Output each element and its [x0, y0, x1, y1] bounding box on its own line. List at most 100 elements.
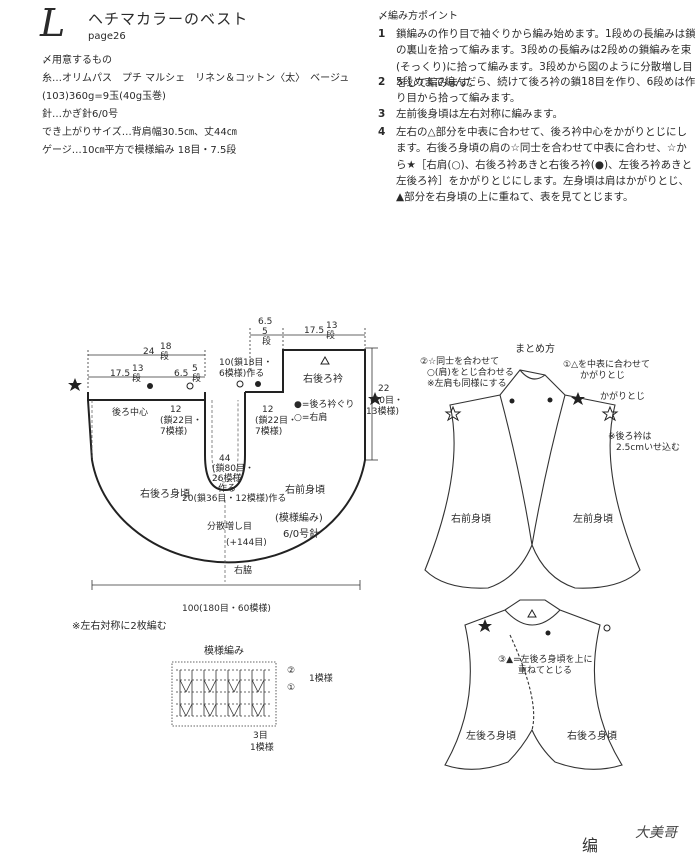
dim-44-d: 作る [218, 484, 237, 494]
label-right-back-collar: 右後ろ衿 [303, 374, 343, 385]
dim-22-c: 13模様) [366, 407, 399, 417]
assembly-note-1c: ※左肩も同様にする [427, 379, 507, 389]
step-text: 5段めまで編んだら、続けて後ろ衿の鎖18目を作り、6段めは作り目から拾って編みま… [396, 76, 696, 105]
shoulder-open-dot-left [186, 382, 194, 390]
label-increase-b: (+144目) [226, 538, 267, 548]
step-number: 1 [378, 28, 386, 40]
assembly-left-back: 左後ろ身頃 [466, 731, 516, 742]
stitch-repeat: 1模様 [250, 743, 274, 753]
legend-right-shoulder: ○=右肩 [294, 413, 328, 423]
front-collar-lapel [499, 394, 566, 546]
watermark-text: 编 [582, 836, 599, 855]
dim-dan-18: 段 [160, 352, 170, 362]
assembly-note-2: ①△を中表に合わせて [563, 360, 650, 370]
step-number: 4 [378, 126, 386, 138]
stitch-chart-symbols [171, 661, 277, 727]
triangle-marker [320, 355, 330, 365]
dim-20: 20(鎖36目・12模様)作る [182, 494, 287, 504]
dim-12-right: 12 [262, 405, 274, 415]
watermark-logo: 大美哥 [635, 825, 677, 841]
yarn-line-1: 糸…オリムパス プチ マルシェ リネン＆コットン〈太〉 ベージュ [42, 73, 350, 84]
page-reference: page26 [88, 31, 126, 42]
body-hem-curve [87, 399, 366, 564]
step-number: 3 [378, 108, 386, 120]
dim-dan-5-mid: 段 [192, 374, 202, 384]
materials-heading: 用意するもの [52, 55, 112, 66]
dim-12-right-c: 7模様) [255, 427, 283, 437]
neck-chain-label: 10(鎖18目・ [219, 358, 273, 368]
assembly-note-2b: かがりとじ [580, 371, 626, 381]
label-side: 右脇 [234, 566, 253, 576]
dim-22: 22 [378, 384, 390, 394]
star-marker-right [368, 392, 382, 405]
collar-top-edge [245, 349, 366, 460]
step-text: 左前後身頃は左右対称に編みます。 [396, 108, 563, 120]
step-text: 鎖編みの作り目で袖ぐりから編み始めます。1段めの長編みは鎖の裏山を拾って編みます… [396, 28, 696, 89]
label-pattern: (模様編み) [275, 513, 323, 524]
dim-dan-13-top: 段 [326, 331, 336, 341]
label-hook: 6/0号針 [283, 529, 320, 540]
stitch-repeat-rows: 1模様 [309, 674, 333, 684]
shoulder-open-dot-right [236, 380, 244, 388]
back-vest-outline [444, 599, 623, 770]
dim-18: 18 [160, 342, 172, 352]
pattern-letter: L [40, 1, 66, 45]
point-step-4: 4 左右の△部分を中表に合わせて、後ろ衿中心をかがりとじにします。右後ろ身頃の肩… [378, 124, 696, 205]
needle-icon: 〆 [42, 55, 52, 66]
dim-13-top: 13 [326, 321, 338, 331]
label-right-front-body: 右前身頃 [285, 485, 325, 496]
dim-44: 44 [219, 454, 231, 464]
legend-back-neck: ●=後ろ衿ぐり [294, 400, 355, 410]
dim-6-5-top: 6.5 [258, 317, 273, 327]
dim-17-5-top: 17.5 [304, 326, 325, 336]
assembly-note-collar-b: 2.5cmいせ込む [616, 443, 681, 453]
armhole-edge [204, 392, 246, 492]
front-vest-outline [424, 369, 641, 589]
step-number: 2 [378, 76, 386, 88]
dim-44-b: (鎖80目・ [212, 464, 254, 474]
gauge: ゲージ…10㎝平方で模様編み 18目・7.5段 [42, 145, 237, 156]
assembly-right-front: 右前身頃 [451, 514, 491, 525]
stitch-chart-title: 模様編み [204, 646, 244, 657]
assembly-kagari: かがりとじ [600, 392, 646, 402]
stitch-row-1: ① [287, 683, 296, 693]
label-increase: 分散増し目 [207, 522, 253, 532]
yarn-line-2: (103)360g=9玉(40g玉巻) [42, 91, 166, 102]
point-step-3: 3 左前後身頃は左右対称に編みます。 [378, 106, 696, 122]
step-text: 左右の△部分を中表に合わせて、後ろ衿中心をかがりとじにします。右後ろ身頃の肩の☆… [396, 126, 693, 204]
dim-5-top: 5 [262, 327, 268, 337]
note-symmetry: ※左右対称に2枚編む [72, 621, 167, 632]
assembly-note-collar: ※後ろ衿は [608, 432, 652, 442]
finished-size: でき上がりサイズ…背肩幅30.5㎝、丈44㎝ [42, 127, 237, 138]
hook-size: 針…かぎ針6/0号 [42, 109, 119, 120]
assembly-note-1b: ○(肩)をとじ合わせる [427, 368, 514, 378]
star-marker-left [68, 378, 82, 391]
dim-24: 24 [143, 347, 155, 357]
back-neck-dot-left [147, 383, 153, 389]
assembly-note-1: ②☆同士を合わせて [420, 357, 500, 367]
dim-17-5-left: 17.5 [110, 369, 131, 379]
stitch-count: 3目 [253, 731, 268, 741]
page-title: ヘチマカラーのベスト [88, 10, 249, 28]
dim-22-b: (40目・ [370, 396, 403, 406]
dim-12-left-c: 7模様) [160, 427, 188, 437]
assembly-note-3b: 重ねてとじる [518, 666, 573, 676]
dim-12-left-b: (鎖22目・ [160, 416, 202, 426]
assembly-left-front: 左前身頃 [573, 514, 613, 525]
dim-12-left: 12 [170, 405, 182, 415]
dim-5-mid: 5 [192, 364, 198, 374]
assembly-right-back: 右後ろ身頃 [567, 731, 617, 742]
needle-icon: 〆 [378, 11, 388, 22]
label-right-back-body: 右後ろ身頃 [140, 489, 190, 500]
points-heading-row: 〆編み方ポイント [378, 10, 458, 23]
stitch-row-2: ② [287, 666, 296, 676]
back-center-label: 後ろ中心 [112, 408, 149, 418]
neck-chain-label-2: 6模様)作る [219, 369, 265, 379]
dim-6-5-mid: 6.5 [174, 369, 189, 379]
materials-heading-row: 〆用意するもの [42, 54, 112, 67]
armhole-inner-line [211, 400, 239, 483]
dim-100: 100(180目・60模様) [182, 604, 271, 614]
assembly-note-3: ③▲=左後ろ身頃を上に [498, 655, 593, 665]
